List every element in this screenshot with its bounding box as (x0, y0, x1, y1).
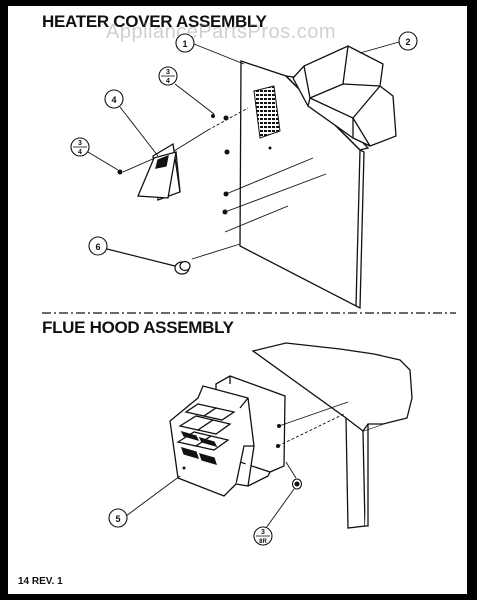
callout-3-4-left-den: 4 (78, 149, 82, 156)
callout-3-8r-den: 8R (259, 539, 267, 545)
diagram-sheet: HEATER COVER ASSEMBLY AppliancePartsPros… (8, 6, 467, 594)
flue-leader-lines (277, 401, 349, 479)
callout-1-label: 1 (182, 39, 187, 49)
callout-3-4-upper: 3 4 (158, 66, 215, 115)
knob (106, 248, 191, 275)
panel-mounting-holes (222, 115, 272, 215)
callout-5: 5 (108, 475, 181, 528)
callout-3-4-upper-den: 4 (166, 78, 170, 85)
panel-grille (253, 85, 281, 139)
callout-2: 2 (359, 31, 418, 54)
callout-4-label: 4 (111, 95, 116, 105)
page-footer: 14 REV. 1 (18, 576, 63, 587)
callout-1: 1 (175, 33, 245, 65)
flue-wall-bracket (251, 342, 413, 529)
flue-hood-assembly-title: FLUE HOOD ASSEMBLY (42, 318, 234, 337)
callout-3-8r-num: 3 (261, 529, 265, 536)
exploded-parts-diagram: 1 2 3 4 4 (42, 31, 456, 546)
callout-5-label: 5 (115, 514, 120, 524)
callout-2-label: 2 (405, 37, 410, 47)
watermark: AppliancePartsPros.com (106, 21, 336, 43)
flue-hood-housing (169, 375, 286, 497)
vent-hood (137, 142, 181, 201)
heater-screws (117, 114, 215, 175)
flue-screw (291, 478, 303, 490)
callout-6: 6 (88, 236, 108, 256)
callout-6-label: 6 (95, 242, 100, 252)
callout-3-8r: 3 8R (253, 488, 295, 546)
callout-3-4-left: 3 4 (70, 137, 119, 171)
callout-3-4-left-num: 3 (78, 140, 82, 147)
callout-3-4-upper-num: 3 (166, 69, 170, 76)
heater-cover-assembly-title: HEATER COVER ASSEMBLY (42, 12, 267, 31)
heater-bracket (292, 45, 397, 147)
callout-4: 4 (104, 89, 159, 157)
